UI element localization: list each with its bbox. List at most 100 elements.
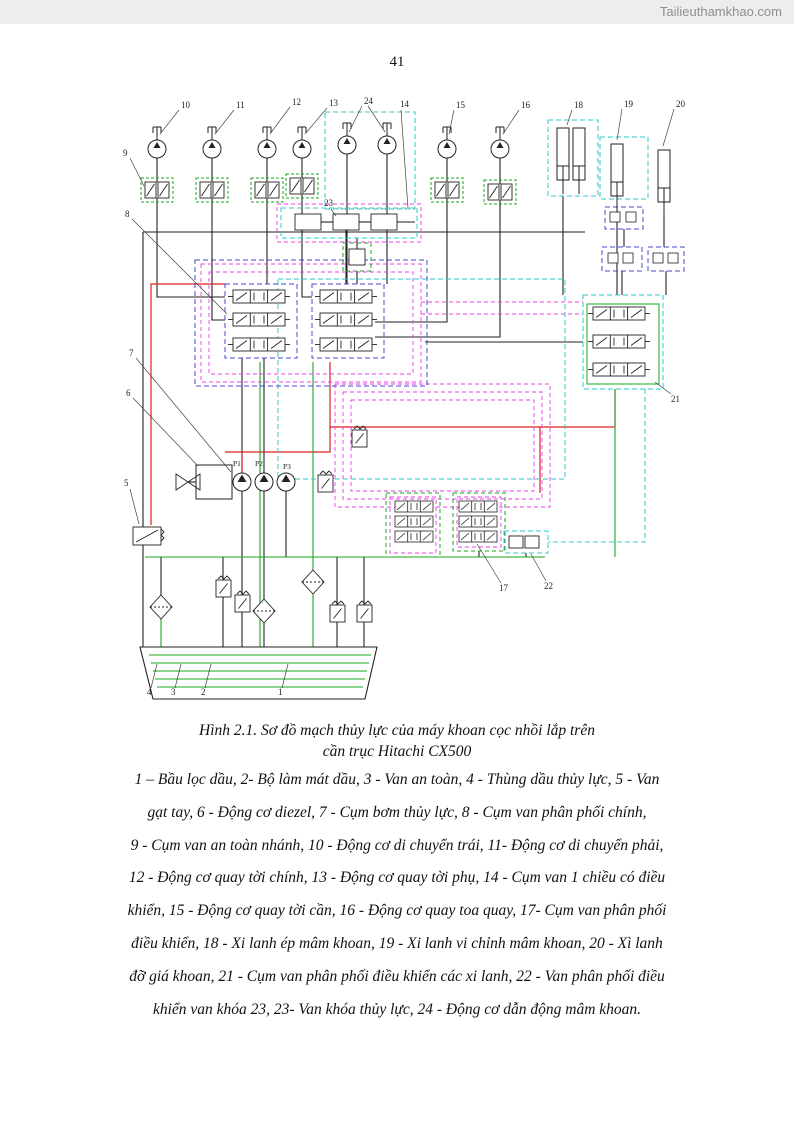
caption-line-2: cần trục Hitachi CX500 <box>322 743 472 760</box>
valve-box-main <box>194 259 428 387</box>
hydraulic-motors <box>147 122 510 159</box>
leader <box>476 543 502 584</box>
dcv-row <box>227 289 291 304</box>
lock-valve-23a <box>294 213 322 231</box>
relief-valves <box>215 425 373 623</box>
subvalve-outline <box>483 179 517 205</box>
dcv-row-small <box>394 515 434 528</box>
subvalve-outline <box>285 173 319 199</box>
branch-safety-valves <box>144 177 513 201</box>
callout-22: 22 <box>544 581 553 591</box>
leader <box>204 663 212 689</box>
legend-line: khiển, 15 - Động cơ quay tời cần, 16 - Đ… <box>127 902 667 920</box>
figure-legend: 1 – Bầu lọc dầu, 2- Bộ làm mát dầu, 3 - … <box>62 764 732 1026</box>
legend-line: 12 - Động cơ quay tời chính, 13 - Động c… <box>128 869 666 887</box>
leader <box>129 157 145 187</box>
pipe-segment <box>301 194 312 298</box>
leader <box>135 357 232 473</box>
pilot-valve-22 <box>508 535 540 549</box>
dcv-row-small <box>458 530 498 543</box>
group-box-17b <box>452 492 506 552</box>
subvalve-outline <box>140 177 174 203</box>
leader <box>654 381 672 395</box>
cylinder-20 <box>657 149 671 217</box>
subvalve-outline <box>430 177 464 203</box>
relay-cell <box>607 252 619 264</box>
subvalve-9a <box>144 181 170 199</box>
motor-13 <box>292 126 312 159</box>
subvalve-9f <box>487 183 513 201</box>
leader <box>159 109 180 135</box>
motor-16 <box>490 126 510 159</box>
oil-cooler-2 <box>301 569 325 595</box>
dcv-row <box>314 337 378 352</box>
leader <box>129 488 140 525</box>
pilot-box <box>350 399 535 492</box>
subvalve-outline <box>250 177 284 203</box>
cylinder-19 <box>610 143 624 211</box>
callout-7: 7 <box>129 348 134 358</box>
pilot-valve-23 <box>348 248 366 266</box>
pump-group: P1 P2 P3 <box>175 459 296 500</box>
relief-valve <box>317 470 334 493</box>
leader <box>502 109 520 135</box>
dcv-row-small <box>394 530 434 543</box>
callout-19: 19 <box>624 99 634 109</box>
subvalve-9e <box>434 181 460 199</box>
callout-17: 17 <box>499 583 509 593</box>
legend-line: khiển van khóa 23, 23- Van khóa thủy lực… <box>152 1000 642 1018</box>
dcv-row-small <box>458 515 498 528</box>
group-boxes-cyan <box>277 111 664 554</box>
pilot-box <box>276 203 422 243</box>
leader <box>214 109 235 135</box>
tank-outline <box>139 646 378 700</box>
caption-line-1: Hình 2.1. Sơ đồ mạch thủy lực của máy kh… <box>199 722 595 739</box>
callout-10: 10 <box>181 100 191 110</box>
valve-22-cell <box>508 535 524 549</box>
dcv-row-small <box>458 500 498 513</box>
leader <box>616 108 623 141</box>
dcv-row <box>314 312 378 327</box>
group-box-21 <box>582 294 664 390</box>
motor-15 <box>437 126 457 159</box>
pipes-pressure <box>150 283 616 525</box>
figure-caption: Hình 2.1. Sơ đồ mạch thủy lực của máy kh… <box>0 720 794 762</box>
leader <box>566 109 573 126</box>
oil-tank <box>139 646 378 700</box>
leader <box>530 553 547 582</box>
pipe-segment <box>156 198 225 298</box>
motor-10 <box>147 126 167 159</box>
cylinder-valve-cluster-21 <box>587 306 651 377</box>
motor-11 <box>202 126 222 159</box>
relay-box-1 <box>604 206 644 230</box>
oil-filter-1 <box>149 594 173 620</box>
lock-valves <box>294 213 398 266</box>
group-boxes-blue <box>194 206 685 387</box>
motor-24a <box>337 122 357 155</box>
diesel-engine <box>195 464 233 500</box>
motor-12 <box>257 126 277 159</box>
hand-valve-5 <box>132 526 165 546</box>
legend-line: gạt tay, 6 - Động cơ diezel, 7 - Cụm bơm… <box>147 803 647 821</box>
callout-15: 15 <box>456 100 466 110</box>
pilot-valve-box <box>342 242 372 272</box>
pilot-network <box>200 203 583 554</box>
main-valve-cluster-b <box>314 289 378 352</box>
pilot-valve-cluster-17a <box>394 500 434 543</box>
subvalve-9d <box>289 177 315 195</box>
pressure-segment <box>225 362 331 453</box>
callout-2: 2 <box>201 687 206 697</box>
relief-valve <box>351 425 368 448</box>
pipes-return <box>145 362 616 688</box>
leader <box>150 663 158 689</box>
relay-box-3 <box>647 246 685 272</box>
relay-cell <box>622 252 634 264</box>
callout-8: 8 <box>125 209 130 219</box>
pilot-box <box>334 383 551 508</box>
legend-line: 9 - Cụm van an toàn nhánh, 10 - Động cơ … <box>130 836 664 854</box>
callouts: 10 11 12 13 24 14 15 16 18 19 20 9 8 <box>123 96 686 697</box>
pipes-main <box>142 154 667 647</box>
pipe-segment <box>211 198 225 321</box>
pilot-connector-cyan <box>548 389 646 543</box>
